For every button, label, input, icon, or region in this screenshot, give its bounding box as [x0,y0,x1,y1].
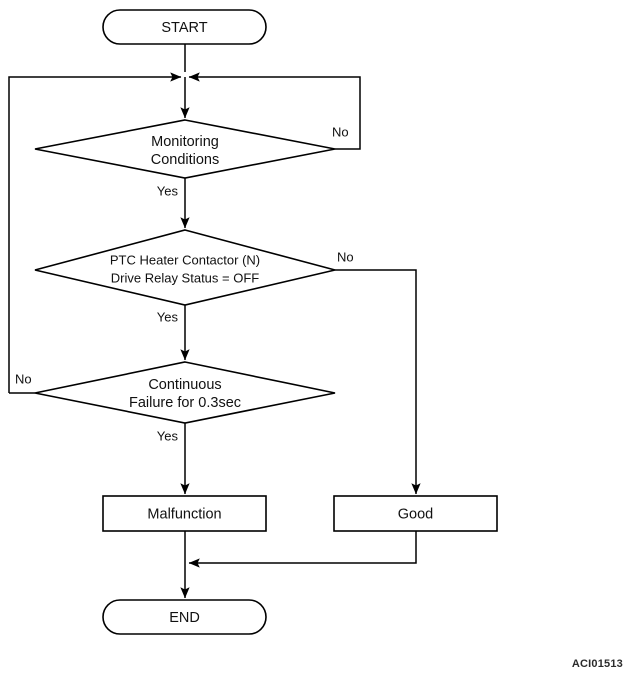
monitoring-label-line1: Monitoring [151,134,219,150]
connector-relay-no-to-good [335,269,421,495]
figure-code-label: ACI01513 [571,658,623,670]
relay-decision-shape [34,229,336,306]
monitoring-label-line2: Conditions [151,152,220,168]
node-decision-continuous: Continuous Failure for 0.3sec [34,361,336,424]
node-decision-relay: PTC Heater Contactor (N) Drive Relay Sta… [34,229,336,306]
branch-label-continuous-yes: Yes [157,428,179,443]
good-box-shape [333,495,498,532]
start-terminator-shape [102,9,267,45]
branch-label-relay-no: No [337,249,354,264]
continuous-decision-shape [34,361,336,424]
continuous-label-line2: Failure for 0.3sec [129,395,241,411]
connector-good-to-end-merge [188,531,417,568]
node-start: START [102,9,267,45]
malfunction-label: Malfunction [147,506,221,522]
continuous-label-line1: Continuous [148,377,221,393]
branch-label-monitoring-no: No [332,124,349,139]
node-end: END [102,599,267,635]
end-label: END [169,610,200,626]
node-decision-monitoring: Monitoring Conditions [34,119,336,179]
relay-label-line2: Drive Relay Status = OFF [111,270,260,285]
node-malfunction: Malfunction [102,495,267,532]
connector-continuous-no-loopback [8,72,182,393]
good-label: Good [398,506,433,522]
connector-monitoring-no-loopback [188,72,361,150]
branch-label-relay-yes: Yes [157,309,179,324]
monitoring-decision-shape [34,119,336,179]
branch-label-continuous-no: No [15,371,32,386]
relay-label-line1: PTC Heater Contactor (N) [110,252,260,267]
node-good: Good [333,495,498,532]
branch-label-monitoring-yes: Yes [157,183,179,198]
start-label: START [161,20,207,36]
end-terminator-shape [102,599,267,635]
malfunction-box-shape [102,495,267,532]
